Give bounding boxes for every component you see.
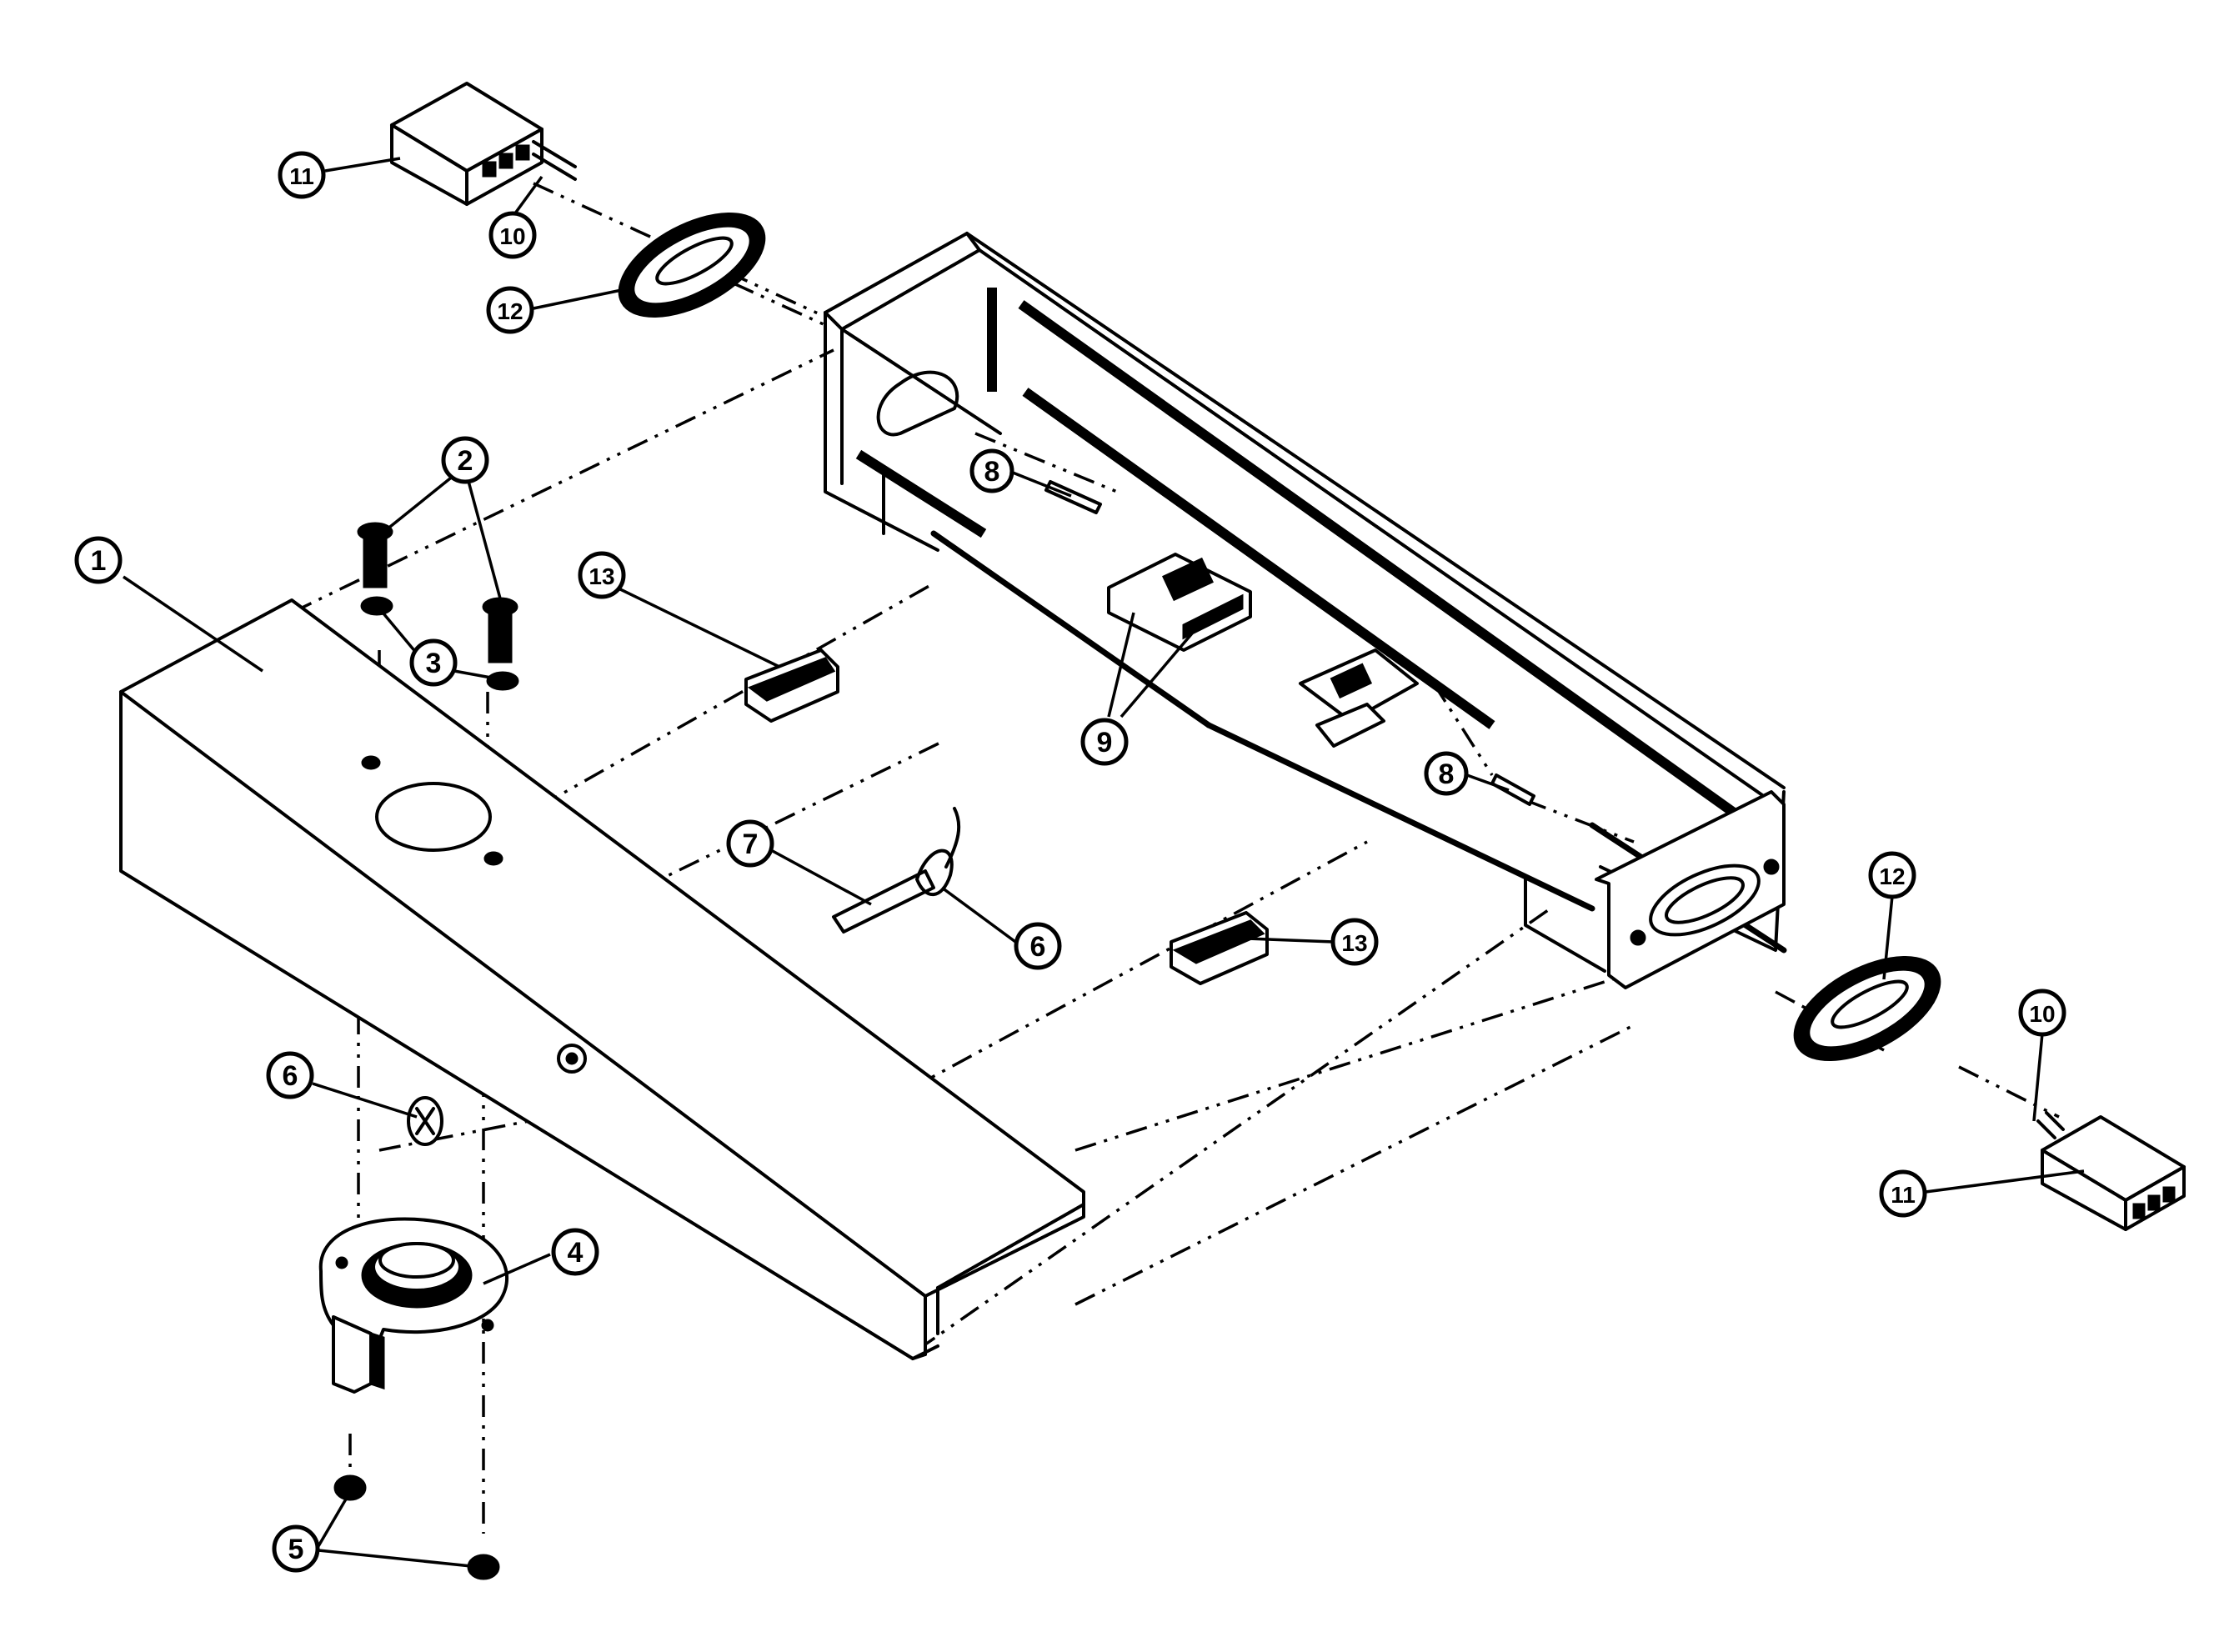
callout-10a: 10 [488,211,537,259]
part-6-clip [407,1096,443,1146]
callout-7: 7 [726,819,774,868]
part-12-grommets [618,212,1941,1062]
svg-text:8: 8 [1439,758,1455,790]
svg-text:4: 4 [568,1237,584,1269]
svg-text:10: 10 [2029,1001,2055,1027]
svg-text:8: 8 [984,456,1000,488]
svg-text:6: 6 [283,1060,298,1092]
callout-13b: 13 [1330,918,1379,966]
leader-lines [123,157,2085,1569]
callout-10b: 10 [2018,989,2066,1037]
svg-text:6: 6 [1030,931,1046,963]
callouts: 1 2 3 4 5 6 6 7 [74,151,2066,1573]
callout-12b: 12 [1868,851,1916,899]
callout-1: 1 [74,536,123,584]
svg-text:10: 10 [499,223,525,249]
svg-text:12: 12 [1879,864,1905,889]
callout-12a: 12 [486,286,534,334]
svg-text:9: 9 [1097,727,1113,758]
callout-3: 3 [409,638,458,687]
svg-text:3: 3 [426,648,442,679]
callout-13a: 13 [578,551,626,599]
svg-text:5: 5 [288,1534,304,1565]
callout-11b: 11 [1879,1169,1927,1218]
callout-11a: 11 [278,151,326,199]
callout-2: 2 [441,436,489,484]
part-13-clips [744,648,1269,985]
svg-text:12: 12 [497,298,523,324]
callout-5: 5 [272,1524,320,1573]
svg-text:2: 2 [458,445,473,477]
callout-6a: 6 [266,1051,314,1099]
svg-text:11: 11 [1891,1182,1916,1208]
svg-text:1: 1 [91,545,107,577]
screws-and-washers [357,522,519,691]
callout-9: 9 [1080,718,1129,766]
callout-8b: 8 [1424,751,1469,796]
part-7-sensor [832,807,961,934]
svg-text:13: 13 [589,563,614,589]
part-1-cover [119,598,1085,1360]
svg-text:11: 11 [289,163,314,189]
callout-8a: 8 [969,448,1014,493]
part-4-thermostat [318,1217,509,1394]
svg-text:7: 7 [743,829,759,860]
svg-text:13: 13 [1341,930,1367,956]
callout-6b: 6 [1014,922,1062,970]
part-11-connector-blocks [390,82,2186,1231]
callout-4: 4 [551,1228,599,1276]
rear-housing [824,232,1787,989]
part-5-nuts [333,1474,500,1580]
part-9-connectors [1107,553,1419,748]
